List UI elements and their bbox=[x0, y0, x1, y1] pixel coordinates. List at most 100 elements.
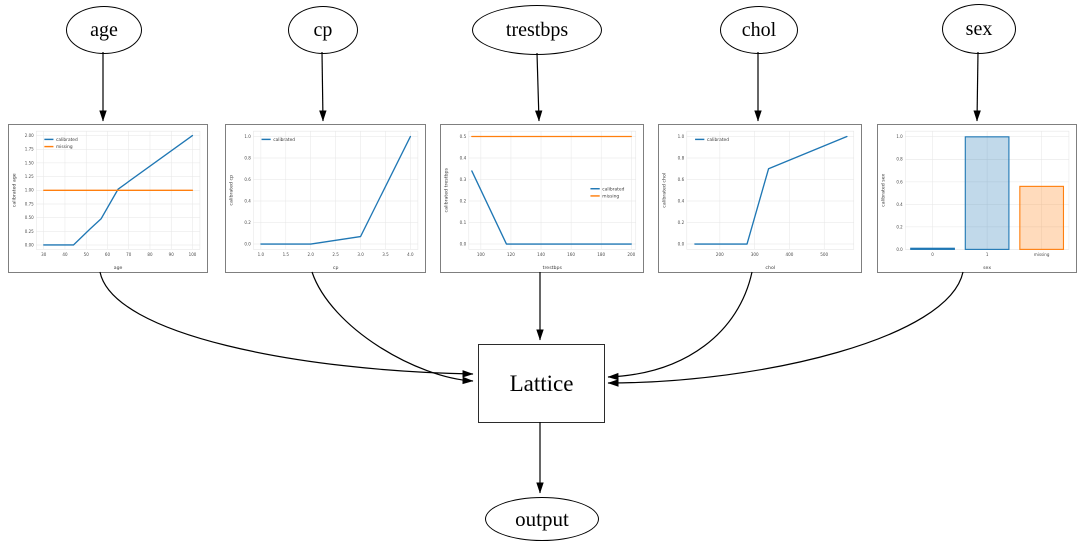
svg-text:90: 90 bbox=[169, 252, 175, 257]
svg-text:0.2: 0.2 bbox=[460, 198, 467, 203]
svg-text:calibrated: calibrated bbox=[602, 186, 624, 192]
svg-text:missing: missing bbox=[1034, 252, 1050, 257]
svg-text:calibrated chol: calibrated chol bbox=[662, 173, 668, 208]
svg-text:0: 0 bbox=[931, 252, 934, 257]
svg-text:50: 50 bbox=[84, 252, 90, 257]
node-sex: sex bbox=[942, 4, 1016, 54]
svg-text:missing: missing bbox=[56, 144, 73, 150]
svg-text:0.6: 0.6 bbox=[244, 177, 251, 182]
svg-text:0.0: 0.0 bbox=[896, 247, 903, 252]
svg-text:age: age bbox=[114, 266, 123, 271]
svg-text:0.4: 0.4 bbox=[244, 198, 251, 203]
svg-text:0.5: 0.5 bbox=[460, 134, 467, 139]
svg-text:140: 140 bbox=[537, 252, 545, 257]
svg-text:1.0: 1.0 bbox=[896, 134, 903, 139]
svg-text:0.0: 0.0 bbox=[460, 241, 467, 246]
svg-text:calibrated cp: calibrated cp bbox=[229, 175, 235, 206]
edge-trestbps-to-chart bbox=[534, 52, 543, 122]
edge-age-chart-to-lattice bbox=[99, 271, 474, 378]
node-output: output bbox=[485, 497, 599, 541]
svg-text:calibrated: calibrated bbox=[707, 137, 729, 143]
svg-text:160: 160 bbox=[567, 252, 575, 257]
svg-text:1.25: 1.25 bbox=[25, 174, 34, 179]
svg-text:2.0: 2.0 bbox=[308, 252, 315, 257]
svg-text:400: 400 bbox=[786, 252, 794, 257]
svg-text:100: 100 bbox=[477, 252, 485, 257]
svg-text:0.00: 0.00 bbox=[25, 242, 34, 247]
svg-text:3.5: 3.5 bbox=[382, 252, 389, 257]
node-lattice-label: Lattice bbox=[509, 370, 574, 396]
svg-text:0.2: 0.2 bbox=[678, 220, 685, 225]
svg-text:0.25: 0.25 bbox=[25, 229, 34, 234]
svg-text:0.4: 0.4 bbox=[678, 198, 685, 203]
svg-text:0.2: 0.2 bbox=[896, 224, 903, 229]
svg-text:120: 120 bbox=[507, 252, 515, 257]
svg-text:0.1: 0.1 bbox=[460, 220, 467, 225]
svg-text:4.0: 4.0 bbox=[407, 252, 414, 257]
svg-text:0.3: 0.3 bbox=[460, 177, 467, 182]
svg-text:0.8: 0.8 bbox=[896, 157, 903, 162]
node-age-label: age bbox=[90, 18, 118, 41]
node-cp: cp bbox=[288, 6, 358, 54]
node-trestbps-label: trestbps bbox=[505, 18, 569, 41]
node-trestbps: trestbps bbox=[472, 5, 602, 55]
svg-text:0.8: 0.8 bbox=[244, 155, 251, 160]
node-chol-label: chol bbox=[741, 18, 777, 41]
svg-text:1: 1 bbox=[986, 252, 989, 257]
svg-text:missing: missing bbox=[602, 193, 619, 199]
trestbps-calibration-chart: 100 120 140 160 180 200 0.0 0.1 0.2 0.3 0.4 0.5 tres… bbox=[440, 124, 644, 273]
svg-text:40: 40 bbox=[62, 252, 68, 257]
svg-text:0.6: 0.6 bbox=[678, 177, 685, 182]
svg-text:calibrated age: calibrated age bbox=[12, 173, 18, 207]
svg-text:1.0: 1.0 bbox=[244, 134, 251, 139]
svg-text:0.0: 0.0 bbox=[244, 241, 251, 246]
svg-text:1.0: 1.0 bbox=[678, 134, 685, 139]
svg-text:0.50: 0.50 bbox=[25, 215, 34, 220]
svg-text:200: 200 bbox=[716, 252, 724, 257]
svg-text:cp: cp bbox=[333, 266, 339, 271]
svg-text:500: 500 bbox=[820, 252, 828, 257]
node-age: age bbox=[66, 6, 142, 54]
svg-text:1.50: 1.50 bbox=[25, 160, 34, 165]
svg-text:180: 180 bbox=[597, 252, 605, 257]
svg-text:trestbps: trestbps bbox=[543, 265, 563, 271]
svg-text:1.75: 1.75 bbox=[25, 147, 34, 152]
node-output-label: output bbox=[515, 506, 569, 531]
svg-text:calibrated: calibrated bbox=[56, 137, 78, 143]
svg-text:300: 300 bbox=[751, 252, 759, 257]
node-cp-label: cp bbox=[313, 18, 333, 41]
svg-text:2.5: 2.5 bbox=[332, 252, 339, 257]
svg-text:calibrated trestbps: calibrated trestbps bbox=[444, 167, 450, 212]
svg-text:30: 30 bbox=[41, 252, 47, 257]
edge-cp-to-chart bbox=[319, 51, 327, 122]
edge-cp-chart-to-lattice bbox=[311, 271, 474, 385]
svg-text:1.00: 1.00 bbox=[25, 188, 34, 193]
trestbps-calibration-plot: 100 120 140 160 180 200 0.0 0.1 0.2 0.3 0.4 0.5 tres… bbox=[444, 130, 637, 271]
svg-text:3.0: 3.0 bbox=[357, 252, 364, 257]
edge-chol-chart-to-lattice bbox=[607, 271, 753, 381]
svg-text:0.0: 0.0 bbox=[678, 241, 685, 246]
svg-text:1.5: 1.5 bbox=[283, 252, 290, 257]
node-chol: chol bbox=[720, 6, 798, 54]
svg-text:0.4: 0.4 bbox=[460, 155, 467, 160]
svg-text:80: 80 bbox=[147, 252, 153, 257]
svg-text:0.8: 0.8 bbox=[678, 155, 685, 160]
svg-text:100: 100 bbox=[189, 252, 197, 257]
svg-text:2.00: 2.00 bbox=[25, 133, 34, 138]
svg-text:calibrated sex: calibrated sex bbox=[881, 173, 887, 206]
svg-text:calibrated: calibrated bbox=[273, 137, 295, 143]
svg-text:200: 200 bbox=[627, 252, 635, 257]
svg-text:0.2: 0.2 bbox=[244, 220, 251, 225]
edge-sex-to-chart bbox=[973, 51, 981, 122]
svg-text:70: 70 bbox=[126, 252, 132, 257]
edge-sex-chart-to-lattice bbox=[607, 271, 964, 387]
